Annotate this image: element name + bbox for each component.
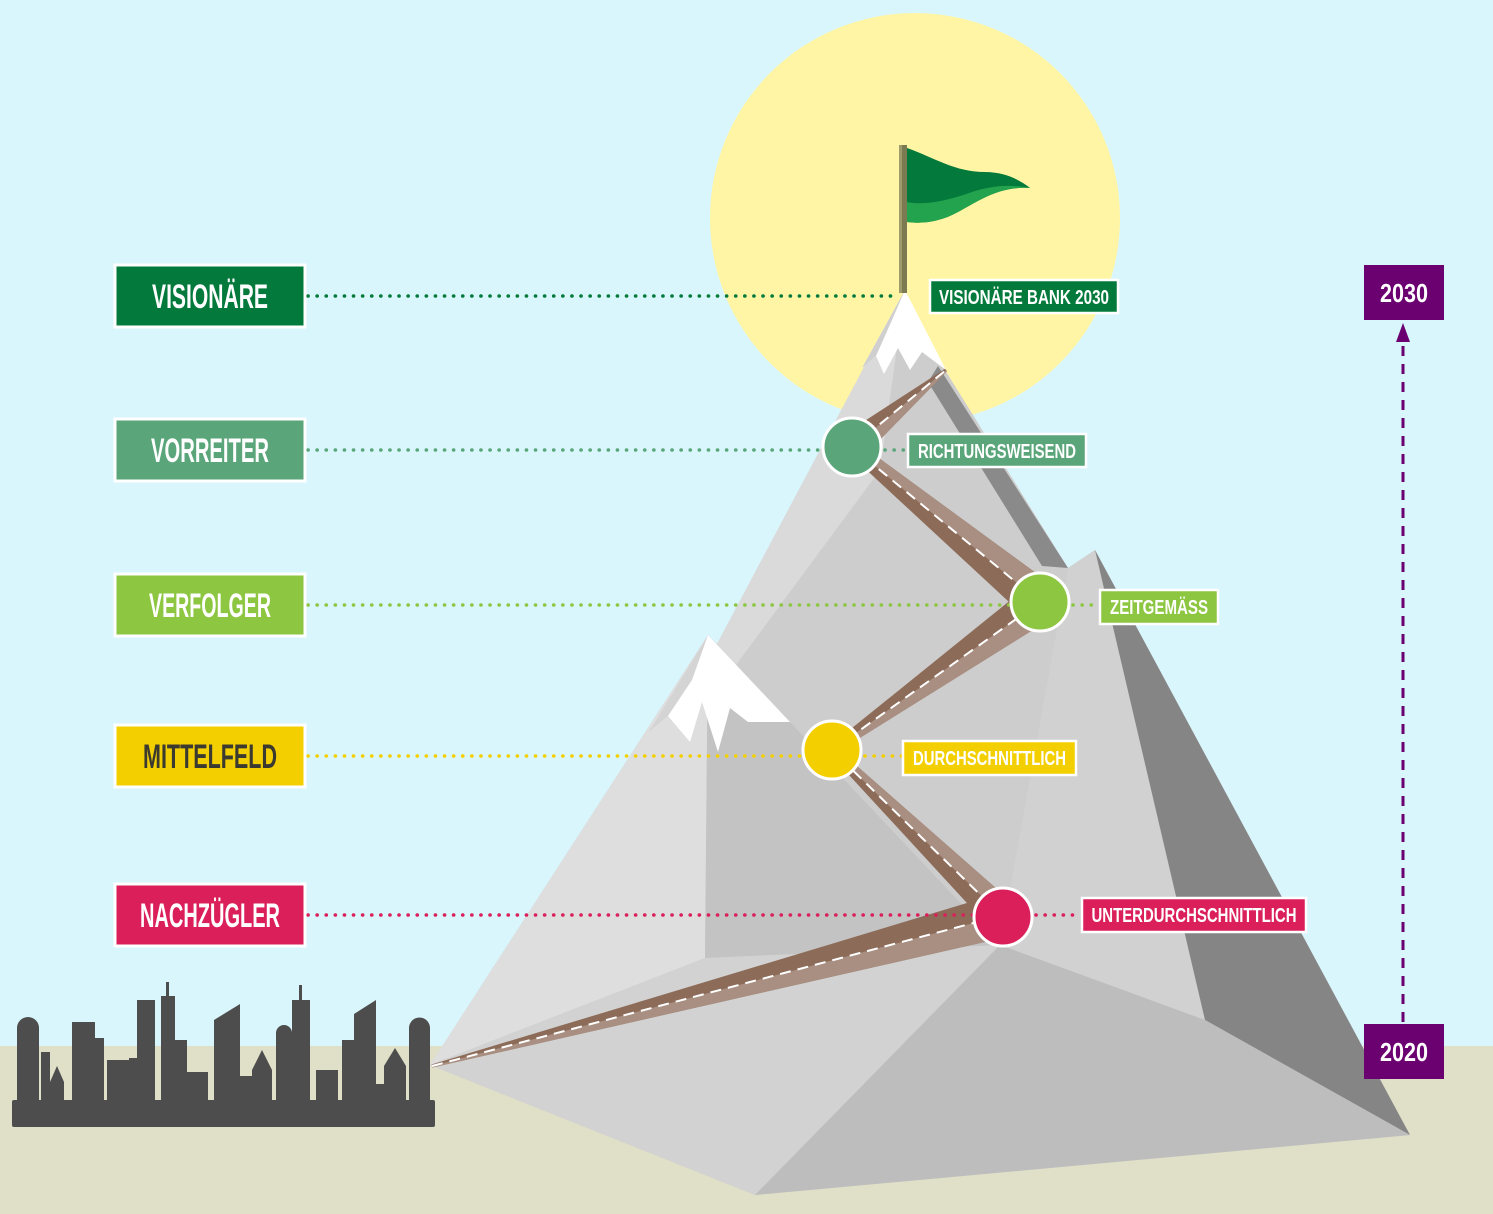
small-peak-left-face — [430, 635, 708, 1065]
flag-pole — [899, 145, 907, 293]
building — [161, 996, 175, 1102]
building — [376, 1084, 386, 1102]
antenna — [299, 985, 302, 1001]
level-label: NACHZÜGLER — [140, 897, 280, 935]
building-dome — [409, 1017, 430, 1039]
building — [17, 1027, 39, 1102]
level-label: VORREITER — [151, 432, 269, 470]
building — [175, 1040, 187, 1102]
small-peak-snow-shade — [648, 635, 708, 733]
building — [214, 1004, 240, 1102]
timeline-end-year: 2030 — [1380, 278, 1428, 308]
flag-cloth-highlight — [907, 185, 1030, 223]
level-verfolger: VERFOLGER — [113, 572, 307, 638]
level-badge — [113, 417, 307, 483]
trail-segment-highlight — [832, 746, 1015, 917]
building — [129, 1058, 137, 1102]
description-nachzuegler: UNTERDURCHSCHNITTLICH — [1092, 905, 1297, 927]
level-badge — [113, 572, 307, 638]
description-visionaere: VISIONÄRE BANK 2030 — [939, 286, 1109, 309]
timeline: 2030 2020 — [1364, 265, 1444, 1079]
building — [292, 1000, 310, 1102]
trail-segment-highlight — [432, 916, 1006, 1068]
description-tag-vorreiter — [906, 432, 1088, 469]
building — [95, 1038, 104, 1102]
level-visionaere: VISIONÄRE — [113, 263, 307, 329]
building — [41, 1052, 50, 1102]
timeline-start-year: 2020 — [1380, 1037, 1428, 1067]
description-tag-mittelfeld — [901, 739, 1078, 777]
trail-segment — [829, 585, 1052, 754]
city-skyline-icon — [12, 982, 435, 1127]
marker-vorreiter — [821, 416, 883, 478]
base-front-right-face — [755, 945, 1410, 1195]
connector-lines — [306, 294, 1101, 917]
base-front-left-face — [430, 945, 1000, 1195]
main-peak-left-face — [717, 290, 905, 665]
description-tag-nachzuegler — [1080, 896, 1308, 934]
building — [72, 1022, 95, 1102]
level-labels: VISIONÄRE VORREITER VERFOLGER MITTELFELD… — [113, 263, 307, 948]
trail-center-dashes — [831, 749, 1004, 918]
level-label: VERFOLGER — [149, 587, 271, 625]
level-vorreiter: VORREITER — [113, 417, 307, 483]
trail-center-dashes — [431, 915, 1001, 1067]
marker-verfolger — [1009, 571, 1071, 633]
small-peak-snow — [648, 635, 790, 752]
trail-center-dashes — [851, 446, 1041, 603]
timeline-end-badge — [1364, 265, 1444, 320]
arrow-up-icon — [1396, 323, 1410, 342]
trail-segment-highlight — [852, 441, 1054, 602]
level-nachzuegler: NACHZÜGLER — [113, 882, 307, 948]
building — [276, 1032, 292, 1102]
level-badge — [113, 723, 307, 789]
trail-segment — [431, 894, 1006, 1068]
description-tag-visionaere — [928, 278, 1120, 315]
main-peak-snow — [862, 290, 946, 374]
building — [186, 1072, 208, 1102]
main-peak-snow-shade — [862, 290, 905, 368]
trail-center-dashes — [831, 601, 1041, 751]
level-mittelfeld: MITTELFELD — [113, 723, 307, 789]
level-badge — [113, 882, 307, 948]
building-dome — [276, 1025, 292, 1041]
level-badge — [113, 263, 307, 329]
description-tag-verfolger — [1098, 588, 1220, 626]
building — [354, 1000, 376, 1102]
hiking-trail — [431, 368, 1054, 1068]
building-dome — [17, 1017, 39, 1039]
description-verfolger: ZEITGEMÄSS — [1110, 596, 1208, 619]
level-label: VISIONÄRE — [152, 278, 268, 316]
building — [409, 1027, 430, 1102]
building — [240, 1076, 252, 1102]
second-peak-right-face — [1095, 550, 1410, 1135]
timeline-start-badge — [1364, 1024, 1444, 1079]
building — [137, 1000, 155, 1102]
building — [316, 1070, 338, 1102]
building — [252, 1050, 272, 1102]
snow-caps — [648, 290, 946, 752]
marker-mittelfeld — [801, 719, 863, 781]
level-descriptions: VISIONÄRE BANK 2030 RICHTUNGSWEISEND ZEI… — [901, 278, 1308, 934]
antenna — [166, 982, 169, 998]
milestone-markers — [801, 416, 1071, 948]
building — [107, 1060, 129, 1102]
building — [384, 1048, 406, 1102]
description-vorreiter: RICHTUNGSWEISEND — [918, 441, 1076, 463]
building — [50, 1066, 64, 1102]
trail-segment-highlight — [832, 602, 1052, 754]
flag-icon — [899, 145, 1030, 293]
city-base — [12, 1100, 435, 1127]
description-mittelfeld: DURCHSCHNITTLICH — [913, 748, 1066, 770]
level-label: MITTELFELD — [143, 738, 277, 776]
flag-pole-highlight — [899, 145, 902, 293]
marker-nachzuegler — [972, 886, 1034, 948]
building — [342, 1040, 354, 1102]
